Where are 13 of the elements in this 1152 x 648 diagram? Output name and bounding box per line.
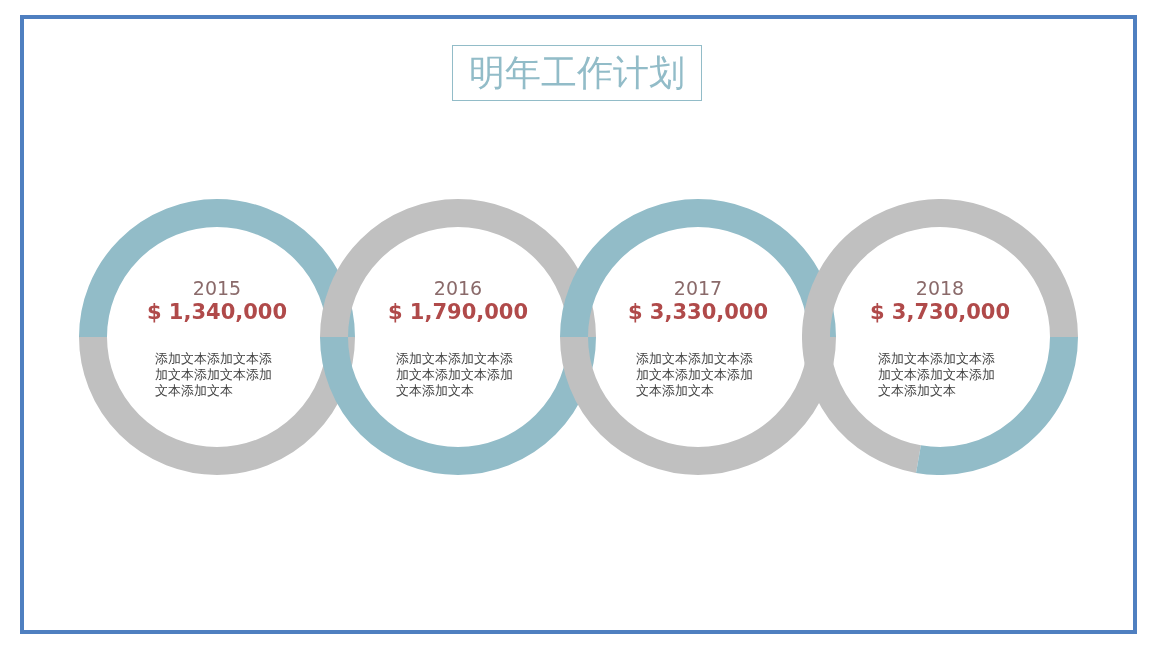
amount-value: $ 1,340,000 xyxy=(145,300,289,324)
description-text: 添加文本添加文本添加文本添加文本添加文本添加文本 xyxy=(878,351,996,399)
description-text: 添加文本添加文本添加文本添加文本添加文本添加文本 xyxy=(396,351,514,399)
amount-value: $ 1,790,000 xyxy=(386,300,530,324)
year-label: 2017 xyxy=(672,277,724,299)
year-label: 2018 xyxy=(914,277,966,299)
amount-value: $ 3,730,000 xyxy=(868,300,1012,324)
description-text: 添加文本添加文本添加文本添加文本添加文本添加文本 xyxy=(155,351,273,399)
year-label: 2016 xyxy=(432,277,484,299)
year-label: 2015 xyxy=(191,277,243,299)
title-text: 明年工作计划 xyxy=(452,45,702,101)
description-text: 添加文本添加文本添加文本添加文本添加文本添加文本 xyxy=(636,351,754,399)
amount-value: $ 3,330,000 xyxy=(626,300,770,324)
